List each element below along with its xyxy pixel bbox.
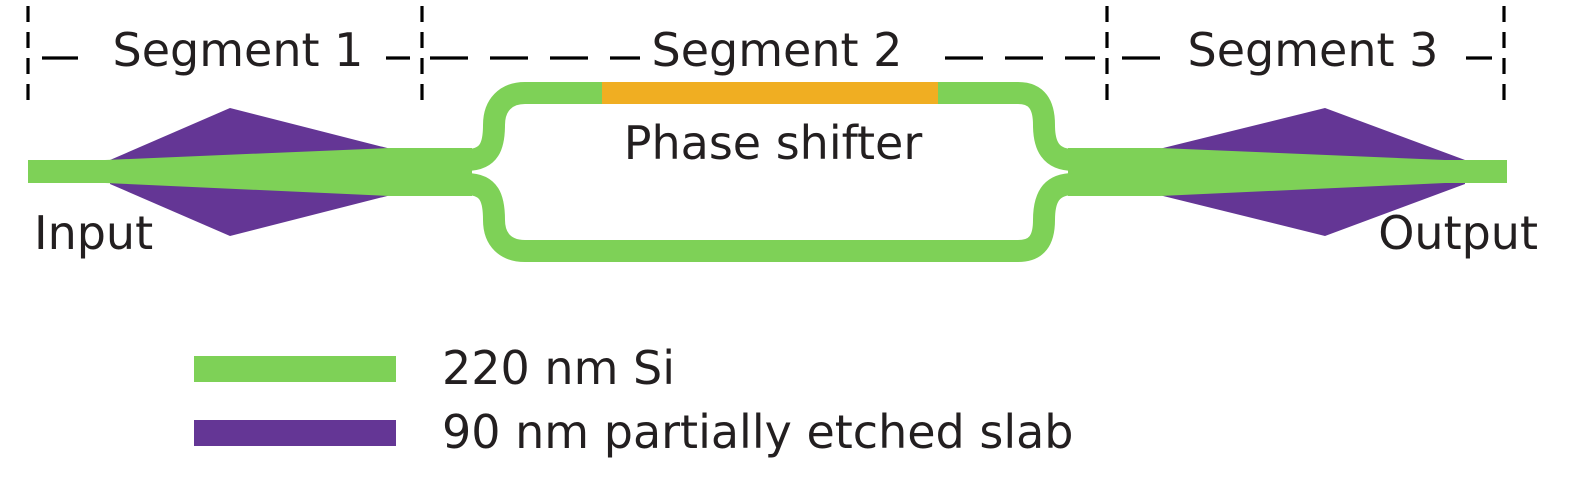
output-waveguide — [1068, 148, 1507, 196]
segment-1-label: Segment 1 — [113, 23, 364, 77]
segment-boundaries — [26, 6, 1506, 104]
segment-2-label: Segment 2 — [652, 23, 903, 77]
phase-shifter-label: Phase shifter — [624, 116, 923, 170]
input-waveguide — [28, 148, 472, 196]
silicon-waveguides — [28, 148, 1507, 196]
legend-label-si: 220 nm Si — [442, 341, 675, 395]
input-label: Input — [34, 206, 153, 260]
segment-3-label: Segment 3 — [1188, 23, 1439, 77]
output-label: Output — [1378, 206, 1538, 260]
lower-arm — [465, 173, 1075, 262]
legend-label-slab: 90 nm partially etched slab — [442, 405, 1074, 459]
phase-shifter — [602, 82, 938, 104]
legend-swatch-si — [194, 356, 396, 382]
legend: 220 nm Si 90 nm partially etched slab — [194, 341, 1074, 459]
legend-swatch-slab — [194, 420, 396, 446]
